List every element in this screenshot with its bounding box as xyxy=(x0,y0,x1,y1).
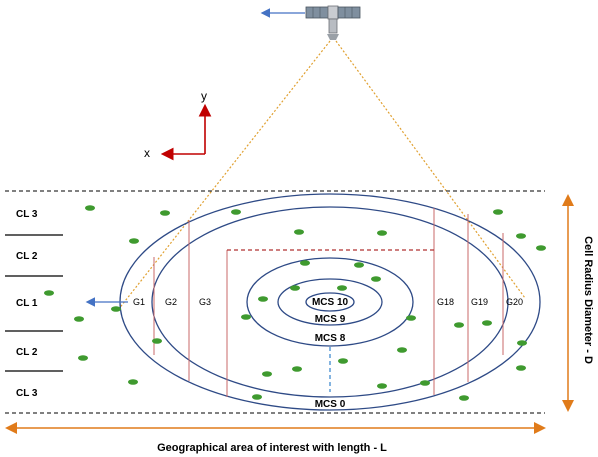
user-dot xyxy=(459,395,469,401)
user-dot xyxy=(290,285,300,291)
user-dot xyxy=(406,315,416,321)
y-axis-label: y xyxy=(201,89,207,103)
user-dot xyxy=(337,285,347,291)
user-dot xyxy=(517,340,527,346)
cell-separators xyxy=(5,234,63,372)
user-dots xyxy=(44,205,546,401)
user-dot xyxy=(241,314,251,320)
user-dot xyxy=(111,306,121,312)
user-dot xyxy=(160,210,170,216)
user-dot xyxy=(252,394,262,400)
diameter-label: Cell Radius Diameter - D xyxy=(582,236,594,364)
mcs-8-label: MCS 8 xyxy=(315,333,346,344)
gateway-g18: G18 xyxy=(437,297,454,307)
user-dot xyxy=(292,366,302,372)
mcs-10-label: MCS 10 xyxy=(312,297,349,308)
user-dot xyxy=(454,322,464,328)
mcs-0-label: MCS 0 xyxy=(315,399,346,410)
user-dot xyxy=(377,230,387,236)
user-dot xyxy=(74,316,84,322)
beam-right xyxy=(335,40,526,299)
axes: y x xyxy=(144,89,212,161)
user-dot xyxy=(420,380,430,386)
cell-label-cl2-bottom: CL 2 xyxy=(16,347,38,358)
user-dot xyxy=(516,365,526,371)
user-dot xyxy=(516,233,526,239)
user-dot xyxy=(300,260,310,266)
user-dot xyxy=(258,296,268,302)
satellite-icon xyxy=(260,5,361,40)
x-axis-label: x xyxy=(144,146,150,160)
cell-label-cl2-top: CL 2 xyxy=(16,251,38,262)
cell-label-cl3-top: CL 3 xyxy=(16,209,38,220)
user-dot xyxy=(231,209,241,215)
gateway-g2: G2 xyxy=(165,297,177,307)
user-dot xyxy=(128,379,138,385)
beam-left xyxy=(117,40,331,311)
gateway-g20: G20 xyxy=(506,297,523,307)
user-dot xyxy=(371,276,381,282)
user-dot xyxy=(482,320,492,326)
gateway-g3: G3 xyxy=(199,297,211,307)
length-label: Geographical area of interest with lengt… xyxy=(157,442,387,454)
user-dot xyxy=(377,383,387,389)
user-dot xyxy=(294,229,304,235)
user-dot xyxy=(152,338,162,344)
user-dot xyxy=(338,358,348,364)
gateway-lines xyxy=(153,208,504,397)
gateway-g1: G1 xyxy=(133,297,145,307)
user-dot xyxy=(536,245,546,251)
user-dot xyxy=(397,347,407,353)
cell-label-cl1: CL 1 xyxy=(16,298,38,309)
user-dot xyxy=(354,262,364,268)
user-dot xyxy=(85,205,95,211)
gateway-g19: G19 xyxy=(471,297,488,307)
mcs-9-label: MCS 9 xyxy=(315,314,346,325)
user-dot xyxy=(262,371,272,377)
user-dot xyxy=(44,290,54,296)
cell-label-cl3-bottom: CL 3 xyxy=(16,388,38,399)
user-dot xyxy=(78,355,88,361)
user-dot xyxy=(493,209,503,215)
user-dot xyxy=(129,238,139,244)
